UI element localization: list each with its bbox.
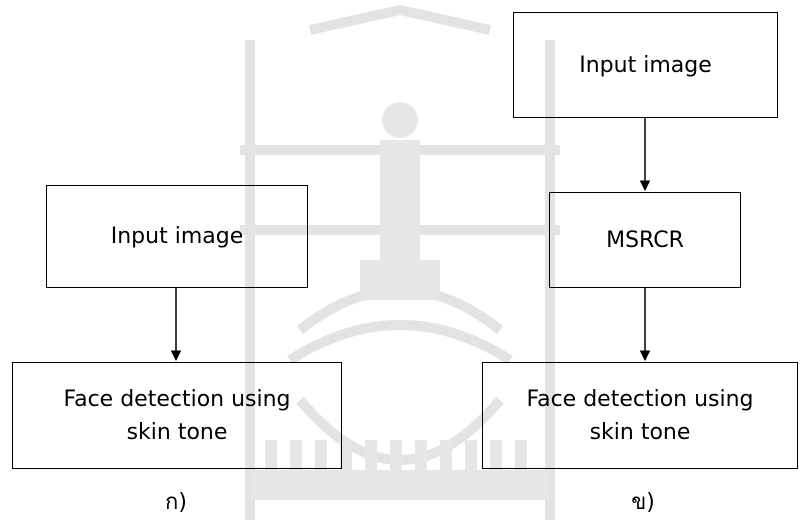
right-diagram-caption: ข) xyxy=(631,490,655,515)
right-input-image-box: Input image xyxy=(513,12,778,118)
right-face-detection-box: Face detection using skin tone xyxy=(482,362,798,469)
left-face-detection-label-line1: Face detection using xyxy=(63,386,291,412)
right-face-detection-label-line2: skin tone xyxy=(589,419,691,445)
left-input-image-box: Input image xyxy=(46,185,308,288)
msrcr-label: MSRCR xyxy=(606,227,684,253)
left-face-detection-label-line2: skin tone xyxy=(126,419,228,445)
left-input-image-label: Input image xyxy=(110,224,244,249)
left-face-detection-box: Face detection using skin tone xyxy=(12,362,342,469)
left-diagram-caption: ก) xyxy=(165,490,187,515)
right-input-image-label: Input image xyxy=(579,52,712,78)
msrcr-box: MSRCR xyxy=(549,192,741,288)
right-face-detection-label-line1: Face detection using xyxy=(526,386,754,412)
